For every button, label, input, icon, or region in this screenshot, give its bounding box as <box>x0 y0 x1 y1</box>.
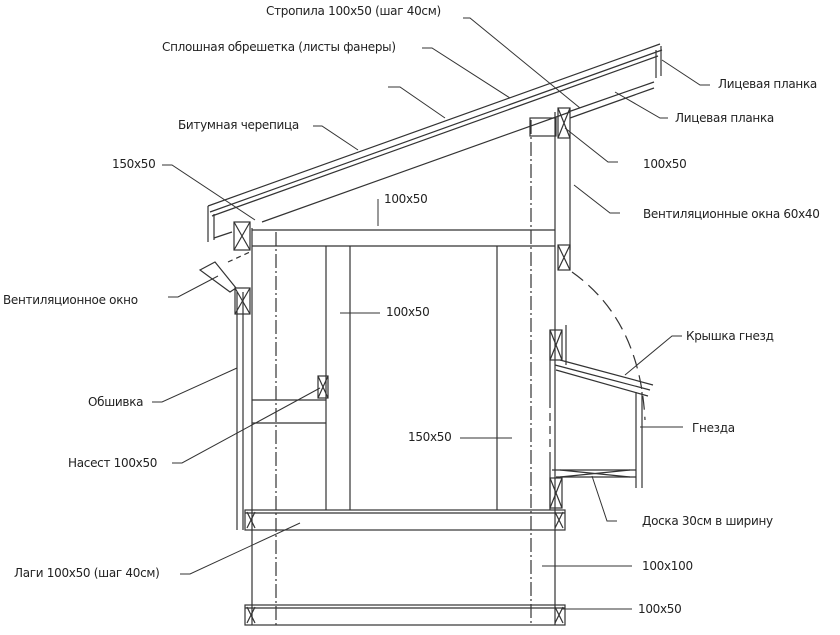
label-joists: Лаги 100x50 (шаг 40см) <box>14 566 160 580</box>
label-perch: Насест 100x50 <box>68 456 158 470</box>
frame <box>198 107 654 626</box>
label-vent-window: Вентиляционное окно <box>3 293 138 307</box>
label-fascia-2: Лицевая планка <box>675 111 774 125</box>
label-nest-lid: Крышка гнезд <box>686 329 774 343</box>
label-fascia-1: Лицевая планка <box>718 77 817 91</box>
label-post: 100x100 <box>642 559 693 573</box>
label-base: 100x50 <box>638 602 682 616</box>
leaders <box>152 17 710 610</box>
label-stud: 100x50 <box>386 305 430 319</box>
label-rafters: Стропила 100x50 (шаг 40см) <box>266 4 441 18</box>
label-150x50-top: 150x50 <box>112 157 156 171</box>
label-nests: Гнезда <box>692 421 735 435</box>
label-sheathing: Сплошная обрешетка (листы фанеры) <box>162 40 396 54</box>
label-board: Доска 30см в ширину <box>642 514 773 528</box>
label-stud-150x50: 150x50 <box>408 430 452 444</box>
label-100x50-right: 100x50 <box>643 157 687 171</box>
label-vent-windows: Вентиляционные окна 60x40 <box>643 207 820 221</box>
label-shingles: Битумная черепица <box>178 118 299 132</box>
label-top-beam: 100x50 <box>384 192 428 206</box>
label-cladding: Обшивка <box>88 395 144 409</box>
roof <box>207 43 663 242</box>
